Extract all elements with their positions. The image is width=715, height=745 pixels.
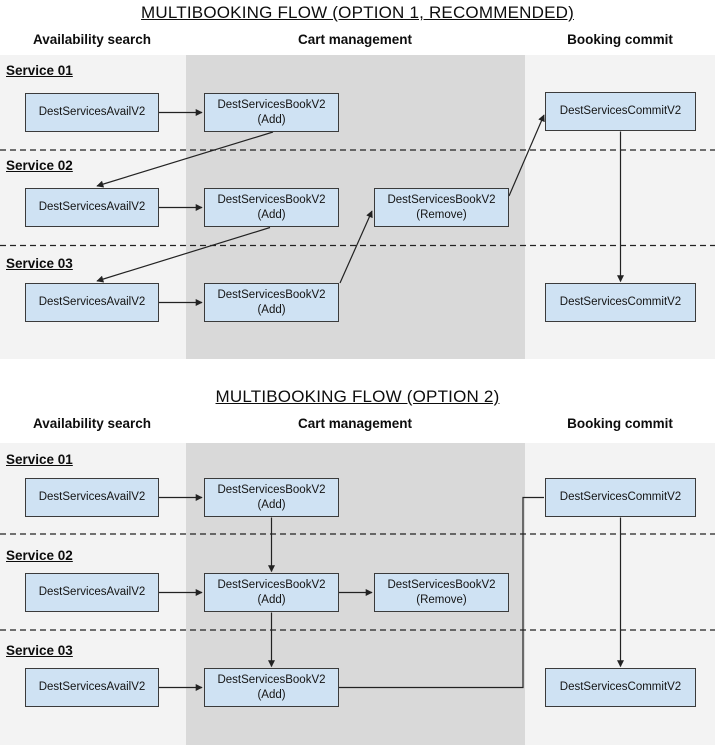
box-sublabel: (Add) (257, 498, 286, 511)
option2-title: MULTIBOOKING FLOW (OPTION 2) (215, 387, 500, 406)
opt1-s3-commit-box: DestServicesCommitV2 (545, 283, 696, 322)
opt2-s2-avail-box: DestServicesAvailV2 (25, 573, 159, 612)
box-label: DestServicesAvailV2 (38, 681, 146, 694)
box-label: DestServicesBookV2 (387, 193, 496, 206)
box-sublabel: (Add) (257, 208, 286, 221)
opt1-s1-book-add-box: DestServicesBookV2 (Add) (204, 93, 339, 132)
opt1-book-remove-box: DestServicesBookV2 (Remove) (374, 188, 509, 227)
opt2-s3-avail-box: DestServicesAvailV2 (25, 668, 159, 707)
option2-column-header-cart: Cart management (297, 416, 413, 431)
option1-column-header-cart: Cart management (297, 32, 413, 47)
opt1-s3-avail-box: DestServicesAvailV2 (25, 283, 159, 322)
box-sublabel: (Add) (257, 593, 286, 606)
opt1-s1-avail-box: DestServicesAvailV2 (25, 93, 159, 132)
option2-service-02-label: Service 02 (6, 548, 73, 563)
box-label: DestServicesBookV2 (217, 673, 326, 686)
box-sublabel: (Remove) (416, 593, 467, 606)
option1-service-02-label: Service 02 (6, 158, 73, 173)
option1-service-03-label: Service 03 (6, 256, 73, 271)
opt2-s3-commit-box: DestServicesCommitV2 (545, 668, 696, 707)
box-label: DestServicesBookV2 (217, 98, 326, 111)
box-sublabel: (Add) (257, 688, 286, 701)
box-label: DestServicesAvailV2 (38, 586, 146, 599)
box-label: DestServicesBookV2 (217, 483, 326, 496)
option1-column-header-booking: Booking commit (567, 32, 673, 47)
box-label: DestServicesAvailV2 (38, 296, 146, 309)
opt1-s2-book-add-box: DestServicesBookV2 (Add) (204, 188, 339, 227)
box-label: DestServicesAvailV2 (38, 491, 146, 504)
box-label: DestServicesCommitV2 (559, 681, 682, 694)
opt1-s1-commit-box: DestServicesCommitV2 (545, 92, 696, 131)
box-label: DestServicesAvailV2 (38, 106, 146, 119)
box-sublabel: (Add) (257, 113, 286, 126)
option1-service-01-label: Service 01 (6, 63, 73, 78)
option1-column-header-availability: Availability search (32, 32, 152, 47)
opt2-s1-avail-box: DestServicesAvailV2 (25, 478, 159, 517)
box-label: DestServicesBookV2 (387, 578, 496, 591)
option2-column-header-booking: Booking commit (567, 416, 673, 431)
opt2-s1-book-add-box: DestServicesBookV2 (Add) (204, 478, 339, 517)
option1-title: MULTIBOOKING FLOW (OPTION 1, RECOMMENDED… (141, 3, 574, 22)
box-label: DestServicesBookV2 (217, 578, 326, 591)
box-label: DestServicesCommitV2 (559, 105, 682, 118)
option2-column-header-availability: Availability search (32, 416, 152, 431)
opt1-s3-book-add-box: DestServicesBookV2 (Add) (204, 283, 339, 322)
opt2-s2-book-add-box: DestServicesBookV2 (Add) (204, 573, 339, 612)
box-sublabel: (Add) (257, 303, 286, 316)
box-label: DestServicesAvailV2 (38, 201, 146, 214)
option2-service-01-label: Service 01 (6, 452, 73, 467)
box-label: DestServicesCommitV2 (559, 491, 682, 504)
box-sublabel: (Remove) (416, 208, 467, 221)
opt2-s3-book-add-box: DestServicesBookV2 (Add) (204, 668, 339, 707)
option2-service-03-label: Service 03 (6, 643, 73, 658)
box-label: DestServicesBookV2 (217, 193, 326, 206)
box-label: DestServicesBookV2 (217, 288, 326, 301)
box-label: DestServicesCommitV2 (559, 296, 682, 309)
opt2-s1-commit-box: DestServicesCommitV2 (545, 478, 696, 517)
opt2-book-remove-box: DestServicesBookV2 (Remove) (374, 573, 509, 612)
opt1-s2-avail-box: DestServicesAvailV2 (25, 188, 159, 227)
